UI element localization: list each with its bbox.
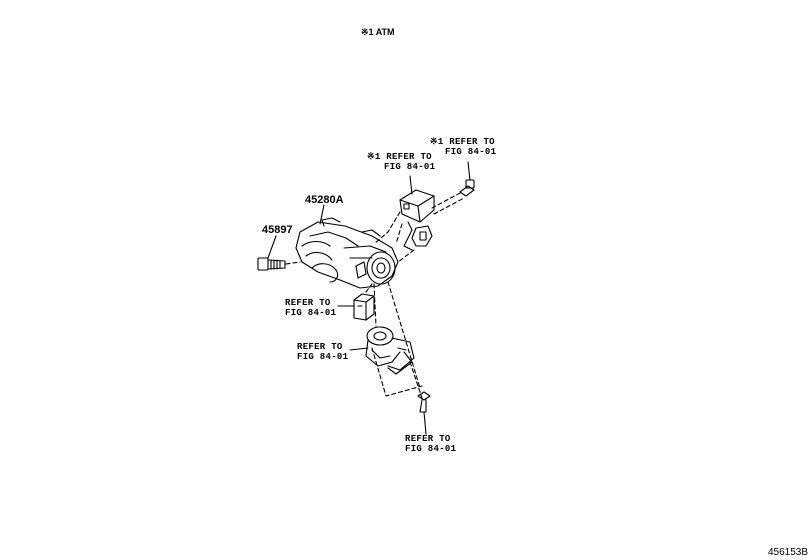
ignition-switch-part (365, 326, 415, 375)
part-number-45897: 45897 (262, 224, 293, 236)
refer-label-top-right: ※1 REFER TO FIG 84-01 (430, 137, 497, 157)
refer-label-ignition-switch: REFER TO FIG 84-01 (297, 342, 349, 362)
refer-label-lock-cylinder: REFER TO FIG 84-01 (285, 298, 337, 318)
upper-switch-part (399, 189, 435, 251)
refer-label-upper-switch: ※1 REFER TO FIG 84-01 (367, 152, 436, 172)
part-number-45280A: 45280A (305, 194, 344, 206)
lock-cylinder-part (353, 293, 375, 321)
atm-note: ※1 ATM (361, 27, 395, 37)
lock-housing-part (295, 217, 399, 289)
refer-label-bottom-bolt: REFER TO FIG 84-01 (405, 434, 457, 454)
screw-part (257, 257, 286, 271)
small-screw-part (459, 179, 475, 197)
figure-id: 456153B (767, 547, 808, 558)
bottom-bolt-part (417, 391, 431, 413)
